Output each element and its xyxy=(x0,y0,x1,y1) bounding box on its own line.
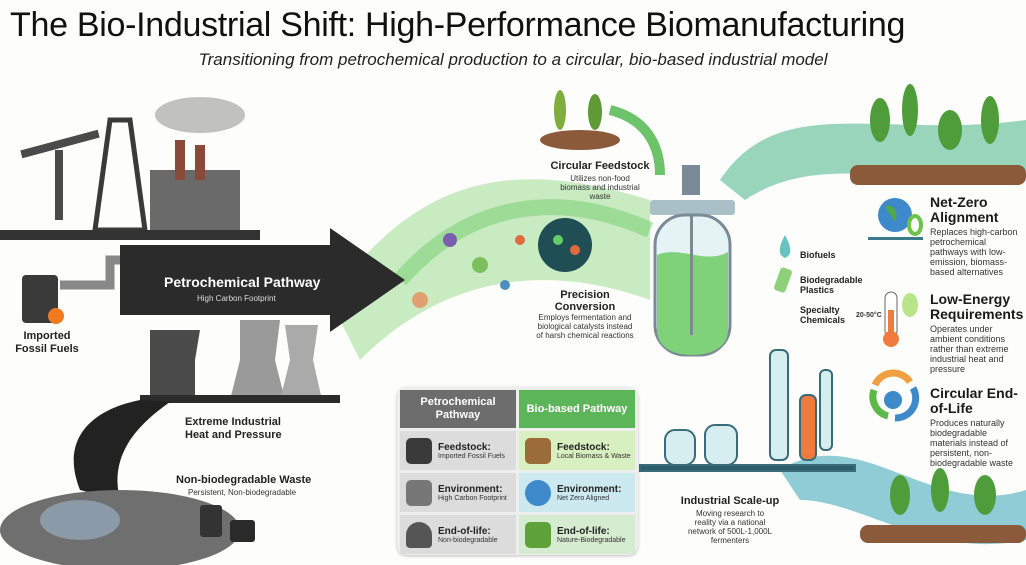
precision-conversion: Precision Conversion Employs fermentatio… xyxy=(535,289,635,340)
bio-flow-stream xyxy=(393,199,654,286)
cell-label: Environment: xyxy=(557,483,622,495)
table-cell-bio-feedstock: Feedstock:Local Biomass & Waste xyxy=(519,431,635,470)
feedstock-arrow xyxy=(608,105,665,176)
fermenter-equipment-icon xyxy=(639,349,856,472)
cell-value: Nature-Biodegradable xyxy=(557,536,626,544)
thermometer-icon xyxy=(883,291,918,347)
bottle-icon xyxy=(774,267,792,293)
cell-value: Net Zero Aligned xyxy=(557,494,610,502)
cell-label: Feedstock: xyxy=(557,441,610,453)
globe-balance-icon xyxy=(868,198,923,240)
bioreactor-icon xyxy=(650,165,735,357)
cell-label: End-of-life: xyxy=(438,525,491,537)
petrochemical-arrow-sublabel: High Carbon Footprint xyxy=(197,294,276,303)
industrial-scaleup: Industrial Scale-up Moving research to r… xyxy=(670,494,790,545)
petrochemical-arrow xyxy=(120,228,405,332)
molecule-icons xyxy=(412,218,592,308)
circular-eol-title: Circular End-of-Life xyxy=(930,385,1018,416)
soil-top xyxy=(850,165,1026,185)
page-subtitle: Transitioning from petrochemical product… xyxy=(198,50,828,69)
recycle-icon xyxy=(869,369,920,422)
scaleup-title: Industrial Scale-up xyxy=(680,495,780,507)
precision-conversion-desc: Employs fermentation and biological cata… xyxy=(536,313,634,340)
table-cell-bio-environment: Environment:Net Zero Aligned xyxy=(519,473,635,512)
plants-icon xyxy=(870,84,999,515)
low-energy-block: Low-Energy Requirements Operates under a… xyxy=(930,291,1026,375)
precision-conversion-title: Precision Conversion xyxy=(554,289,616,313)
soil-bottom xyxy=(860,525,1026,543)
low-energy-title: Low-Energy Requirements xyxy=(930,291,1024,322)
table-cell-petro-eol: End-of-life:Non-biodegradable xyxy=(400,515,516,554)
oil-refinery-icon xyxy=(0,97,260,240)
scaleup-desc: Moving research to reality via a nationa… xyxy=(687,509,773,545)
power-plant-icon xyxy=(140,320,340,403)
waste-pile-icon xyxy=(406,521,432,548)
biomass-icon xyxy=(540,90,620,150)
header-petrochemical: Petrochemical Pathway xyxy=(400,390,516,428)
cell-value: High Carbon Footprint xyxy=(438,494,507,502)
co2-factory-icon xyxy=(406,479,432,506)
fossil-fuels-label: Imported Fossil Fuels xyxy=(15,330,79,355)
waste-sublabel: Persistent, Non-biodegradable xyxy=(188,488,297,497)
net-zero-desc: Replaces high-carbon petrochemical pathw… xyxy=(930,227,1018,277)
cell-label: Environment: xyxy=(438,483,503,495)
circular-eol-block: Circular End-of-Life Produces naturally … xyxy=(930,385,1026,469)
page-title: The Bio-Industrial Shift: High-Performan… xyxy=(10,6,906,44)
oil-barrel-icon xyxy=(406,437,432,464)
sprout-icon xyxy=(525,521,551,548)
circular-feedstock-title: Circular Feedstock xyxy=(550,160,650,172)
waste-label: Non-biodegradable Waste xyxy=(176,474,312,486)
net-zero-title: Net-Zero Alignment xyxy=(930,194,999,225)
waste-pile-icon xyxy=(0,490,255,565)
table-cell-petro-environment: Environment:High Carbon Footprint xyxy=(400,473,516,512)
biomass-icon xyxy=(525,437,551,464)
circular-eol-desc: Produces naturally biodegradable materia… xyxy=(930,418,1014,468)
cell-value: Non-biodegradable xyxy=(438,536,498,544)
temperature-range: 20-50°C xyxy=(856,312,882,319)
circular-feedstock-desc: Utilizes non-food biomass and industrial… xyxy=(560,174,640,201)
net-zero-block: Net-Zero Alignment Replaces high-carbon … xyxy=(930,194,1026,278)
oil-barrel-icon xyxy=(22,275,64,324)
comparison-table: Petrochemical Pathway Bio-based Pathway … xyxy=(397,387,638,555)
cell-value: Local Biomass & Waste xyxy=(557,452,631,460)
output-chemicals: Specialty Chemicals xyxy=(800,305,846,325)
output-plastics: Biodegradable Plastics xyxy=(800,275,863,295)
cell-label: End-of-life: xyxy=(557,525,610,537)
cell-label: Feedstock: xyxy=(438,441,491,453)
heat-pressure-label: Extreme Industrial Heat and Pressure xyxy=(185,416,282,441)
oil-spill xyxy=(73,400,170,500)
petrochemical-arrow-label: Petrochemical Pathway xyxy=(164,274,321,290)
header-bio-based: Bio-based Pathway xyxy=(519,390,635,428)
table-cell-petro-feedstock: Feedstock:Imported Fossil Fuels xyxy=(400,431,516,470)
circular-feedstock: Circular Feedstock Utilizes non-food bio… xyxy=(535,159,665,201)
output-biofuels: Biofuels xyxy=(800,250,836,260)
table-cell-bio-eol: End-of-life:Nature-Biodegradable xyxy=(519,515,635,554)
globe-icon xyxy=(525,479,551,506)
droplet-icon xyxy=(779,235,791,258)
cell-value: Imported Fossil Fuels xyxy=(438,452,505,460)
low-energy-desc: Operates under ambient conditions rather… xyxy=(930,324,1009,374)
